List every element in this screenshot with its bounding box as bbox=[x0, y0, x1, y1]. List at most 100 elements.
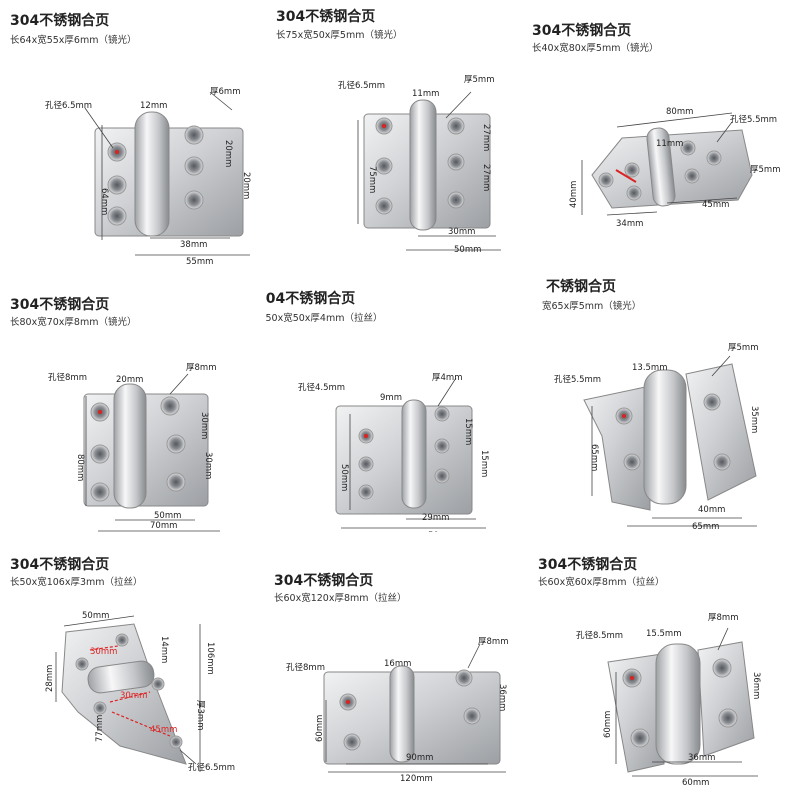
hole-spacing-label-mid: 30mm bbox=[120, 691, 148, 701]
product-card-8: 304不锈钢合页 长60x宽120x厚8mm（拉丝） 孔径8mm 16mm 厚8… bbox=[266, 532, 532, 798]
product-spec: 长50x宽106x厚3mm（拉丝） bbox=[10, 577, 143, 588]
hole-distance-label: 40mm bbox=[698, 505, 726, 515]
thickness-label: 厚8mm bbox=[478, 637, 509, 647]
height-label: 60mm bbox=[603, 710, 613, 738]
hole-spacing-label-1: 15mm bbox=[463, 418, 473, 446]
hinge-image bbox=[84, 91, 250, 256]
product-title: 304不锈钢合页 bbox=[538, 557, 638, 573]
barrel-width-label: 16mm bbox=[384, 659, 412, 669]
hole-diameter-label: 孔径4.5mm bbox=[298, 383, 346, 393]
hole-spacing-label-2: 20mm bbox=[241, 172, 251, 200]
hole-spacing-label-1: 27mm bbox=[481, 124, 491, 152]
product-title: 304不锈钢合页 bbox=[10, 557, 110, 573]
product-title: 304不锈钢合页 bbox=[266, 291, 356, 307]
thickness-label: 厚5mm bbox=[750, 165, 781, 175]
thickness-label: 厚5mm bbox=[728, 343, 759, 353]
hinge-image bbox=[581, 112, 753, 216]
hole-diameter-label: 孔径8mm bbox=[48, 373, 87, 383]
hinge-image bbox=[323, 643, 506, 773]
thickness-label: 厚3mm bbox=[195, 700, 205, 731]
barrel-width-label: 13.5mm bbox=[632, 363, 668, 373]
product-spec: 长64x宽55x厚6mm（镜光） bbox=[10, 35, 137, 46]
barrel-width-label: 12mm bbox=[140, 101, 168, 111]
hole-distance-label-right: 45mm bbox=[702, 200, 730, 210]
thickness-label: 厚6mm bbox=[210, 87, 241, 97]
hinge-image bbox=[83, 373, 220, 532]
hole-distance-label: 90mm bbox=[406, 753, 434, 763]
product-card-6: 不锈钢合页 宽65x厚5mm（镜光） 孔径5.5mm 13.5mm 厚5mm 3… bbox=[532, 266, 798, 532]
product-spec: 长50x宽50x厚4mm（拉丝） bbox=[266, 313, 383, 324]
hole-distance-label: 30mm bbox=[448, 227, 476, 237]
knuckle-length-label: 14mm bbox=[159, 636, 169, 664]
hole-spacing-label-1: 30mm bbox=[199, 412, 209, 440]
product-title: 304不锈钢合页 bbox=[276, 9, 376, 25]
hole-spacing-label-1: 35mm bbox=[749, 406, 759, 434]
width-label: 65mm bbox=[692, 522, 720, 532]
hole-spacing-label-top: 30mm bbox=[90, 647, 118, 657]
width-label: 55mm bbox=[186, 257, 214, 266]
height-label: 80mm bbox=[75, 454, 85, 482]
left-height-label: 28mm bbox=[45, 664, 55, 692]
product-title: 304不锈钢合页 bbox=[532, 23, 632, 39]
hole-diameter-label: 孔径8mm bbox=[286, 663, 325, 673]
product-title: 不锈钢合页 bbox=[546, 279, 616, 295]
thickness-label: 厚8mm bbox=[186, 363, 217, 373]
hole-distance-label-left: 34mm bbox=[616, 219, 644, 229]
hole-diameter-label: 孔径6.5mm bbox=[188, 763, 236, 773]
bottom-length-label: 77mm bbox=[95, 714, 105, 742]
product-card-3: 304不锈钢合页 长40x宽80x厚5mm（镜光） 80mm 孔径5.5mm 1… bbox=[532, 0, 798, 266]
height-label: 50mm bbox=[339, 464, 349, 492]
hole-spacing-label-diagonal: 45mm bbox=[150, 725, 178, 735]
product-spec: 长60x宽60x厚8mm（拉丝） bbox=[538, 577, 665, 588]
hinge-image bbox=[357, 91, 501, 251]
product-spec: 长75x宽50x厚5mm（镜光） bbox=[276, 30, 403, 41]
height-label: 64mm bbox=[99, 188, 109, 216]
product-title: 304不锈钢合页 bbox=[274, 573, 374, 589]
hole-distance-label: 29mm bbox=[422, 513, 450, 523]
height-label: 65mm bbox=[589, 444, 599, 472]
product-card-5: 304不锈钢合页 长50x宽50x厚4mm（拉丝） 孔径4.5mm 9mm 厚4… bbox=[266, 266, 532, 532]
hole-spacing-label-2: 30mm bbox=[203, 452, 213, 480]
barrel-width-label: 11mm bbox=[412, 89, 440, 99]
hole-diameter-label: 孔径8.5mm bbox=[576, 631, 624, 641]
barrel-width-label: 9mm bbox=[380, 393, 402, 403]
hole-spacing-label-1: 36mm bbox=[751, 672, 761, 700]
width-label: 50mm bbox=[454, 245, 482, 255]
hole-spacing-label-1: 20mm bbox=[223, 140, 233, 168]
thickness-label: 厚8mm bbox=[708, 613, 739, 623]
product-title: 304不锈钢合页 bbox=[10, 297, 110, 313]
width-label: 70mm bbox=[150, 521, 178, 531]
hole-diameter-label: 孔径6.5mm bbox=[338, 81, 386, 91]
hole-diameter-label: 孔径6.5mm bbox=[45, 101, 93, 111]
product-card-7: 304不锈钢合页 长50x宽106x厚3mm（拉丝） 50mm 14mm 30m… bbox=[0, 532, 266, 798]
width-label: 60mm bbox=[682, 778, 710, 788]
top-width-label: 50mm bbox=[82, 611, 110, 621]
barrel-width-label: 11mm bbox=[656, 139, 684, 149]
thickness-label: 厚4mm bbox=[432, 373, 463, 383]
height-label: 106mm bbox=[205, 642, 215, 675]
product-card-9: 304不锈钢合页 长60x宽60x厚8mm（拉丝） 孔径8.5mm 15.5mm… bbox=[532, 532, 798, 798]
hinge-image bbox=[335, 377, 486, 529]
height-label: 40mm bbox=[569, 180, 579, 208]
barrel-width-label: 15.5mm bbox=[646, 629, 682, 639]
height-label: 60mm bbox=[315, 714, 325, 742]
product-title: 304不锈钢合页 bbox=[10, 13, 110, 29]
barrel-width-label: 20mm bbox=[116, 375, 144, 385]
product-spec: 长80x宽70x厚8mm（镜光） bbox=[10, 317, 137, 328]
hole-distance-label: 50mm bbox=[154, 511, 182, 521]
hinge-image bbox=[607, 627, 758, 777]
hole-spacing-label-2: 15mm bbox=[479, 450, 489, 478]
product-spec: 宽65x厚5mm（镜光） bbox=[542, 301, 642, 312]
product-card-4: 304不锈钢合页 长80x宽70x厚8mm（镜光） 孔径8mm 20mm 厚8m… bbox=[0, 266, 266, 532]
height-label: 75mm bbox=[367, 166, 377, 194]
hinge-image bbox=[583, 355, 757, 527]
hole-spacing-label-2: 27mm bbox=[481, 164, 491, 192]
hinge-image bbox=[55, 615, 201, 772]
product-spec: 长60x宽120x厚8mm（拉丝） bbox=[274, 593, 407, 604]
overall-width-label: 80mm bbox=[666, 107, 694, 117]
width-label: 120mm bbox=[400, 774, 433, 784]
hole-diameter-label: 孔径5.5mm bbox=[554, 375, 602, 385]
product-spec: 长40x宽80x厚5mm（镜光） bbox=[532, 43, 659, 54]
product-card-2: 304不锈钢合页 长75x宽50x厚5mm（镜光） 孔径6.5mm 11mm 厚… bbox=[266, 0, 532, 266]
thickness-label: 厚5mm bbox=[464, 75, 495, 85]
